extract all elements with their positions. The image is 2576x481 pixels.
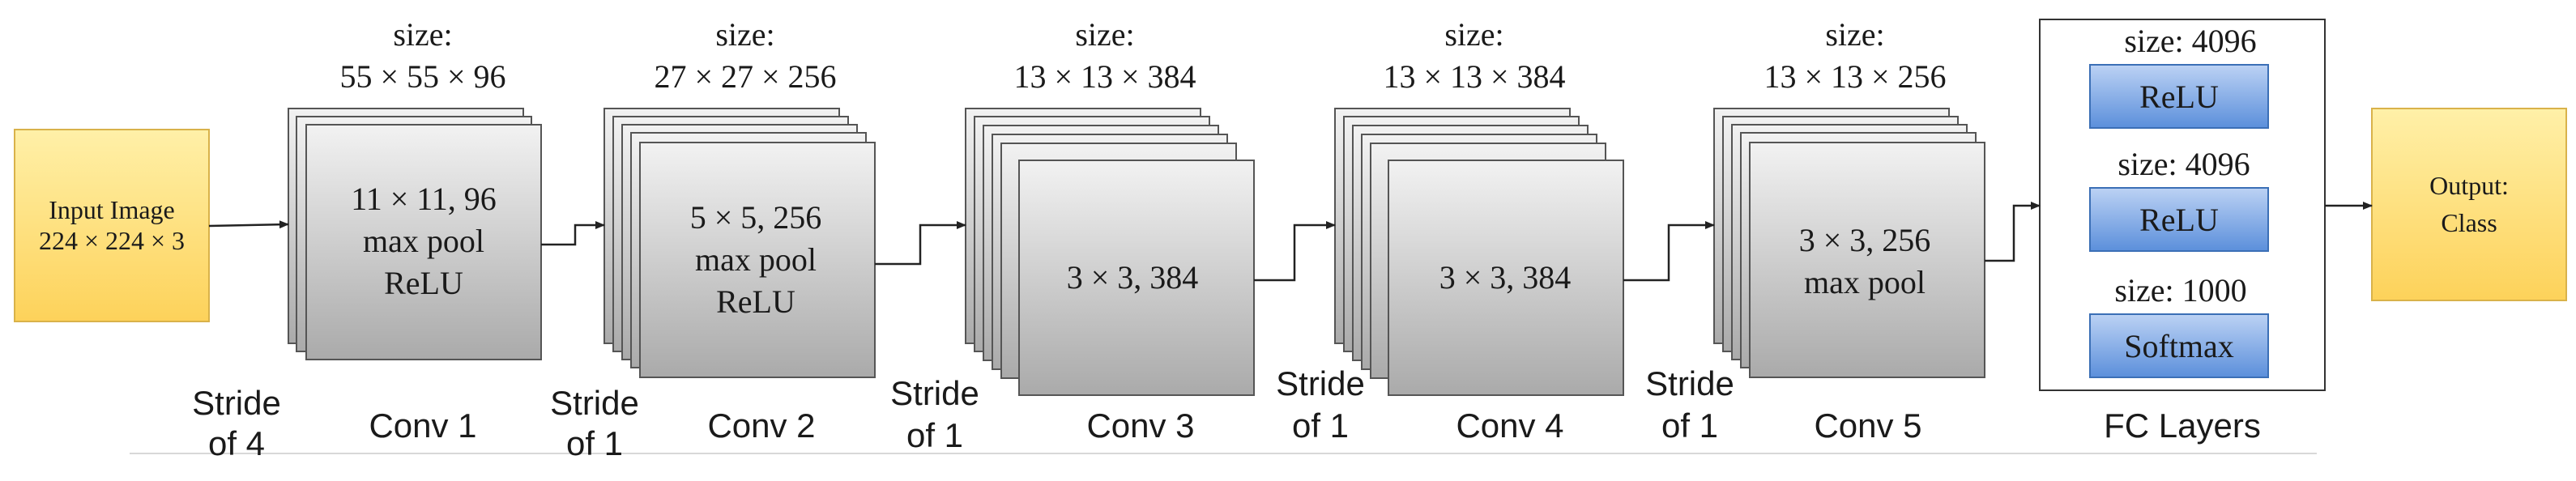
output-node: Output: Class: [2371, 108, 2567, 301]
conv2-name: Conv 2: [707, 407, 815, 445]
arrow-input-to-conv1: [208, 220, 289, 229]
conv2-size-label: size:: [715, 16, 774, 53]
stride5-line2: of 1: [1661, 407, 1718, 445]
fc-block3-size: size: 1000: [2114, 272, 2246, 309]
conv2-pool: max pool: [695, 241, 817, 278]
output-label-line1: Output:: [2429, 171, 2509, 200]
conv2-activation: ReLU: [716, 283, 795, 320]
stride-labels: Stride of 4 Stride of 1 Stride of 1 Stri…: [192, 364, 1734, 462]
fc-block1-label: ReLU: [2139, 79, 2219, 115]
conv3-size-label: size:: [1075, 16, 1134, 53]
input-label-line2: 224 × 224 × 3: [39, 226, 185, 255]
stride3-line2: of 1: [906, 416, 963, 454]
input-node: Input Image 224 × 224 × 3: [14, 129, 210, 322]
conv2-size-value: 27 × 27 × 256: [654, 58, 836, 95]
arrow-conv3-to-conv4: [1254, 221, 1336, 282]
conv4-size-value: 13 × 13 × 384: [1383, 58, 1565, 95]
conv3-kernel: 3 × 3, 384: [1067, 259, 1199, 296]
stride2-line1: Stride: [550, 384, 639, 422]
fc-block3: [2089, 313, 2269, 378]
conv3-stack: size: 13 × 13 × 384 3 × 3, 384 Conv 3: [965, 16, 1255, 445]
conv5-stack: size: 13 × 13 × 256 3 × 3, 256 max pool …: [1713, 16, 1985, 445]
stride4-line2: of 1: [1292, 407, 1349, 445]
stride3-line1: Stride: [890, 374, 979, 412]
fc-block1: [2089, 64, 2269, 129]
conv1-size-label: size:: [393, 16, 452, 53]
conv4-kernel: 3 × 3, 384: [1439, 259, 1572, 296]
conv1-name: Conv 1: [369, 407, 476, 445]
fc-block3-label: Softmax: [2124, 328, 2234, 364]
stride2-line2: of 1: [566, 424, 623, 462]
conv1-kernel: 11 × 11, 96: [351, 181, 497, 217]
conv1-stack: size: 55 × 55 × 96 11 × 11, 96 max pool …: [288, 16, 542, 445]
conv5-size-value: 13 × 13 × 256: [1764, 58, 1946, 95]
arrow-conv5-to-fc: [1985, 202, 2041, 262]
fc-layers-name: FC Layers: [2104, 407, 2261, 445]
fc-block2: [2089, 187, 2269, 252]
conv4-name: Conv 4: [1456, 407, 1563, 445]
input-label-line1: Input Image: [49, 195, 175, 224]
stride5-line1: Stride: [1645, 364, 1734, 402]
conv3-name: Conv 3: [1086, 407, 1194, 445]
arrow-conv4-to-conv5: [1623, 221, 1715, 282]
conv2-kernel: 5 × 5, 256: [690, 199, 822, 236]
conv4-size-label: size:: [1444, 16, 1503, 53]
conv5-pool: max pool: [1804, 264, 1926, 300]
stride4-line1: Stride: [1276, 364, 1365, 402]
conv3-size-value: 13 × 13 × 384: [1013, 58, 1196, 95]
output-label-line2: Class: [2441, 208, 2497, 237]
fc-block1-size: size: 4096: [2124, 23, 2256, 59]
conv1-activation: ReLU: [384, 265, 463, 301]
arrow-conv2-to-conv3: [875, 221, 966, 266]
arrow-conv1-to-conv2: [541, 221, 605, 246]
fc-layers-container: size: 4096 ReLU size: 4096 ReLU size: 10…: [2039, 19, 2326, 445]
fc-block2-size: size: 4096: [2118, 146, 2250, 182]
conv1-pool: max pool: [363, 223, 484, 259]
conv5-kernel: 3 × 3, 256: [1799, 222, 1931, 258]
stride1-line2: of 4: [208, 424, 265, 462]
conv4-stack: size: 13 × 13 × 384 3 × 3, 384 Conv 4: [1334, 16, 1624, 445]
fc-block2-label: ReLU: [2139, 202, 2219, 238]
connectors: [208, 202, 2373, 282]
conv5-size-label: size:: [1825, 16, 1884, 53]
conv2-stack: size: 27 × 27 × 256 5 × 5, 256 max pool …: [603, 16, 876, 445]
stride1-line1: Stride: [192, 384, 281, 422]
conv1-size-value: 55 × 55 × 96: [339, 58, 505, 95]
conv5-name: Conv 5: [1814, 407, 1921, 445]
